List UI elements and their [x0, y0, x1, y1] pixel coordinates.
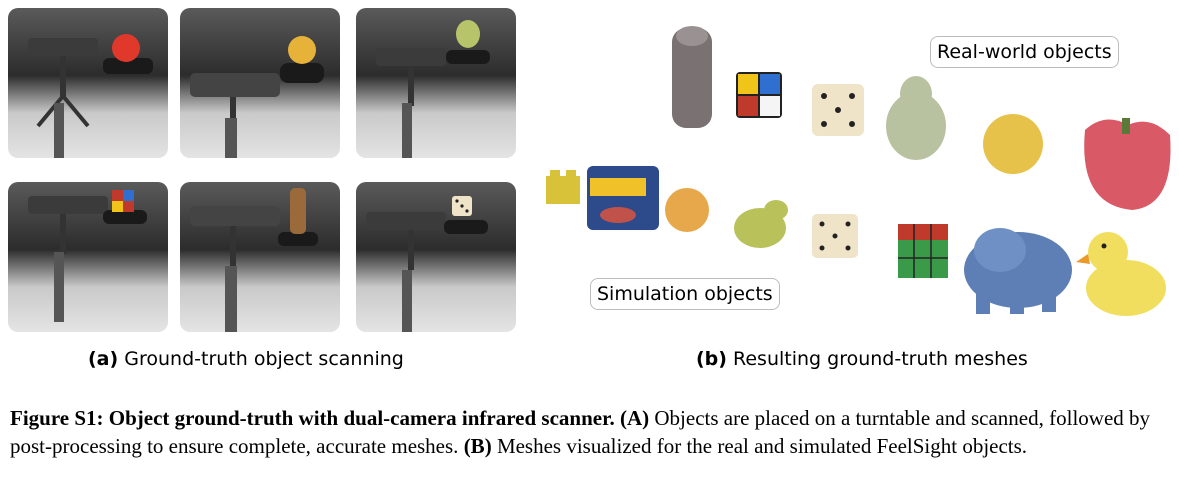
caption-a-text: Objects are placed on a turntable and sc… [10, 406, 1151, 458]
caption-b-text: Meshes visualized for the real and simul… [496, 434, 1028, 458]
figure-caption: Figure S1: Object ground-truth with dual… [10, 404, 1170, 460]
mesh-pear-sim [734, 200, 788, 248]
scan-photo-pepper-mill [180, 182, 340, 332]
subcaption-a-text: Ground-truth object scanning [124, 348, 404, 370]
scan-photo-die [356, 182, 516, 332]
caption-a-tag: (A) [619, 406, 650, 430]
mesh-die-real [812, 84, 864, 136]
caption-b-tag: (B) [463, 434, 492, 458]
mesh-lego-block [546, 170, 580, 204]
subcaption-a: (a) Ground-truth object scanning [88, 348, 404, 370]
mesh-pear-real [886, 76, 946, 160]
mesh-rubiks-sim [898, 224, 948, 278]
figure-label: Figure S1: [10, 406, 104, 430]
scan-photo-cube [8, 182, 168, 332]
mesh-rubiks-small [736, 72, 782, 118]
scan-photo-peach [180, 8, 340, 158]
subcaption-b-text: Resulting ground-truth meshes [733, 348, 1028, 370]
mesh-gallery [546, 26, 1171, 316]
scan-photo-pear [356, 8, 516, 158]
figure-title: Object ground-truth with dual-camera inf… [108, 406, 615, 430]
mesh-pepper-mill [672, 26, 712, 128]
mesh-die-sim [812, 214, 858, 258]
panel-b-meshes [530, 0, 1179, 340]
simulation-label: Simulation objects [590, 278, 780, 310]
subcaption-a-label: (a) [88, 348, 119, 370]
subcaption-b-label: (b) [696, 348, 727, 370]
subcaption-b: (b) Resulting ground-truth meshes [696, 348, 1028, 370]
scan-photo-pepper [8, 8, 168, 158]
panel-a-photos [0, 0, 520, 340]
mesh-elephant [964, 228, 1072, 314]
mesh-spam-can [587, 166, 659, 230]
mesh-pepper-real [1084, 118, 1171, 210]
real-world-label: Real-world objects [930, 36, 1119, 68]
mesh-peach-sim [665, 188, 709, 232]
mesh-peach-real [983, 114, 1043, 174]
mesh-rubber-duck [1076, 232, 1166, 316]
